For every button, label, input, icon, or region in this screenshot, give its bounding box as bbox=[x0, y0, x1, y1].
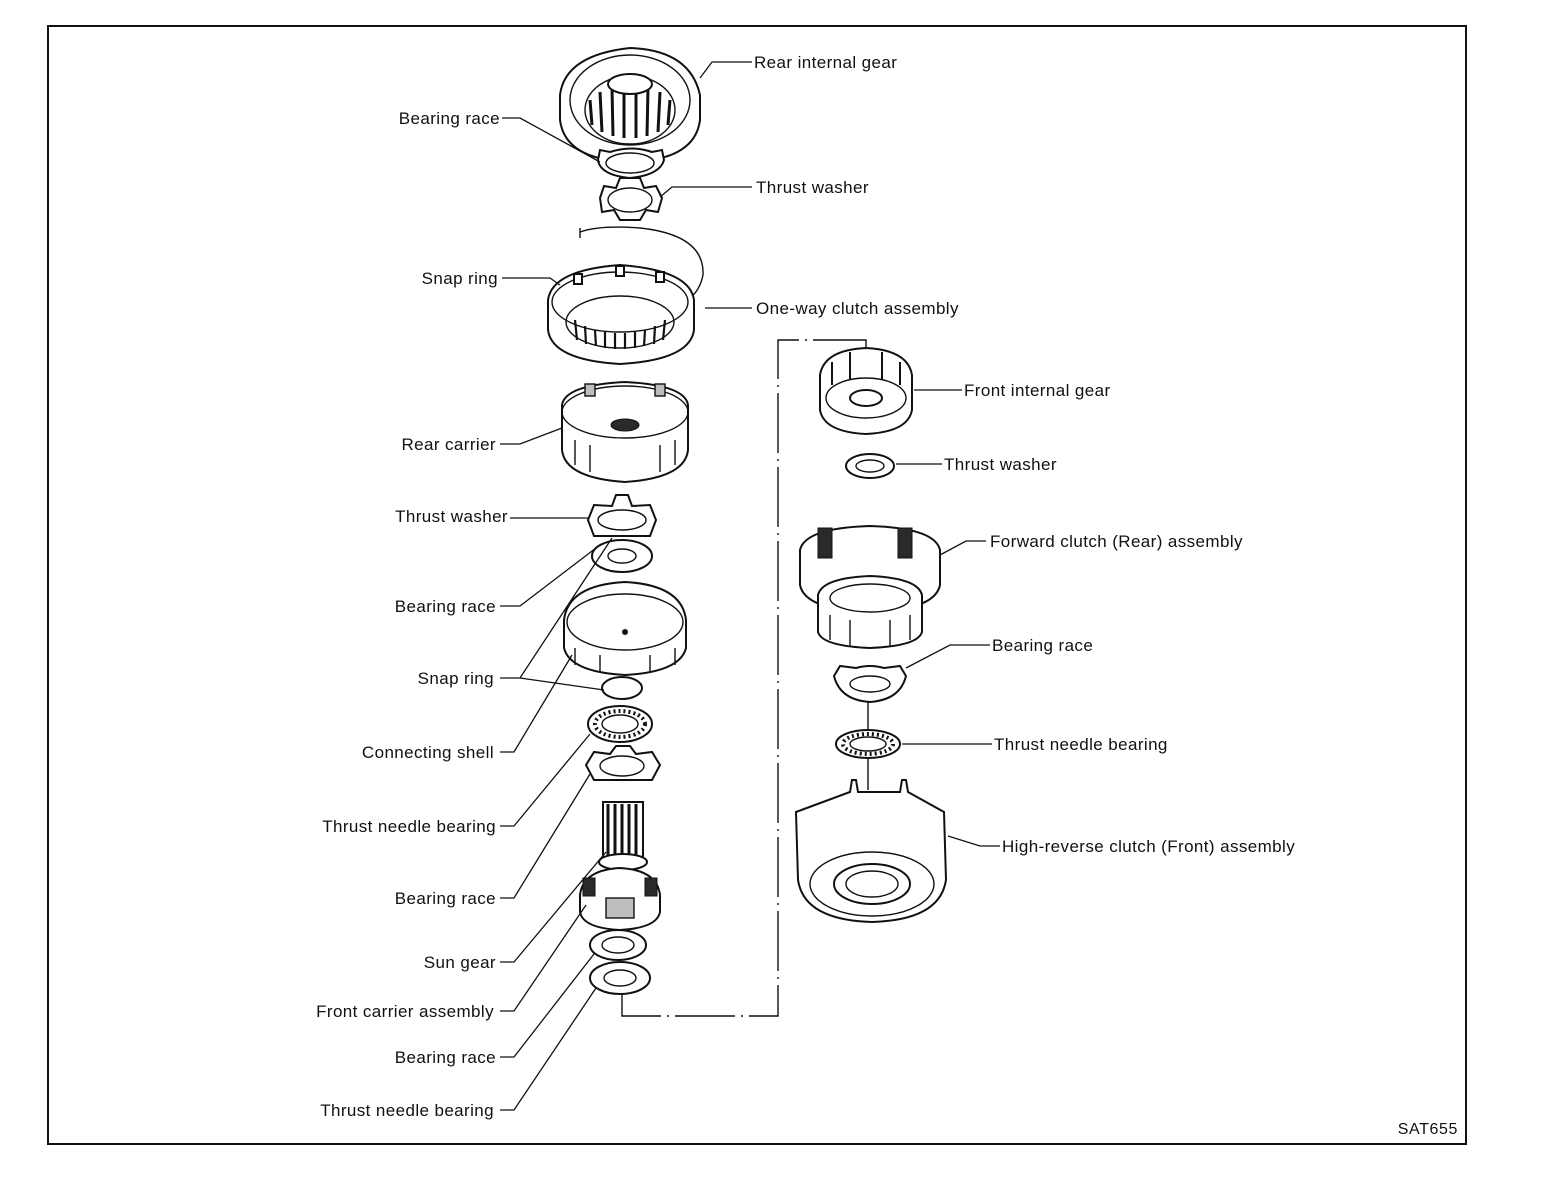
snap-ring-1-part bbox=[579, 226, 704, 299]
label-rear-carrier: Rear carrier bbox=[401, 435, 496, 454]
front-carrier-part bbox=[579, 866, 661, 932]
label-bearing-race-4: Bearing race bbox=[395, 1048, 496, 1067]
label-thrust-needle-bearing-2: Thrust needle bearing bbox=[320, 1101, 494, 1120]
label-front-carrier: Front carrier assembly bbox=[316, 1002, 494, 1021]
connecting-shell-part bbox=[563, 580, 687, 677]
label-bearing-race-1: Bearing race bbox=[399, 109, 500, 128]
label-rear-internal-gear: Rear internal gear bbox=[754, 53, 897, 72]
label-bearing-race-2: Bearing race bbox=[395, 597, 496, 616]
label-front-internal-gear: Front internal gear bbox=[964, 381, 1111, 400]
sun-gear-part bbox=[598, 801, 648, 871]
label-thrust-washer-1: Thrust washer bbox=[756, 178, 869, 197]
thrust-needle-bearing-1-part bbox=[587, 705, 653, 743]
bearing-race-5-part bbox=[832, 664, 908, 704]
label-thrust-needle-bearing-1: Thrust needle bearing bbox=[322, 817, 496, 836]
label-sun-gear: Sun gear bbox=[424, 953, 496, 972]
label-bearing-race-3: Bearing race bbox=[395, 889, 496, 908]
high-reverse-clutch-part bbox=[794, 779, 948, 924]
one-way-clutch-part bbox=[547, 263, 695, 366]
label-high-reverse-clutch: High-reverse clutch (Front) assembly bbox=[1002, 837, 1295, 856]
label-thrust-washer-2: Thrust washer bbox=[395, 507, 508, 526]
part-labels: Rear internal gear Bearing race Thrust w… bbox=[316, 53, 1295, 1120]
label-snap-ring-2: Snap ring bbox=[418, 669, 494, 688]
label-connecting-shell: Connecting shell bbox=[362, 743, 494, 762]
snap-ring-2-part bbox=[601, 676, 643, 700]
assembly-connection-line bbox=[621, 339, 867, 1017]
label-bearing-race-5: Bearing race bbox=[992, 636, 1093, 655]
label-snap-ring-1: Snap ring bbox=[422, 269, 498, 288]
thrust-needle-bearing-3-part bbox=[835, 729, 901, 759]
diagram-code: SAT655 bbox=[1398, 1121, 1458, 1138]
label-thrust-washer-3: Thrust washer bbox=[944, 455, 1057, 474]
label-one-way-clutch: One-way clutch assembly bbox=[756, 299, 959, 318]
bearing-race-4-part bbox=[589, 929, 647, 961]
bearing-race-2-part bbox=[591, 539, 653, 573]
diagram-frame bbox=[47, 25, 1467, 1145]
rear-carrier-part bbox=[561, 380, 689, 484]
bearing-race-1-part bbox=[596, 147, 666, 180]
label-thrust-needle-bearing-3: Thrust needle bearing bbox=[994, 735, 1168, 754]
leader-lines bbox=[500, 61, 1000, 1111]
thrust-washer-3-part bbox=[845, 453, 895, 479]
thrust-needle-bearing-2-part bbox=[589, 961, 651, 995]
thrust-washer-1-part bbox=[598, 177, 664, 221]
rear-internal-gear-part bbox=[559, 46, 701, 164]
bearing-race-3-part bbox=[584, 745, 662, 781]
thrust-washer-2-part bbox=[586, 494, 658, 537]
front-internal-gear-part bbox=[819, 346, 913, 436]
label-forward-clutch: Forward clutch (Rear) assembly bbox=[990, 532, 1243, 551]
forward-clutch-part bbox=[799, 524, 941, 650]
